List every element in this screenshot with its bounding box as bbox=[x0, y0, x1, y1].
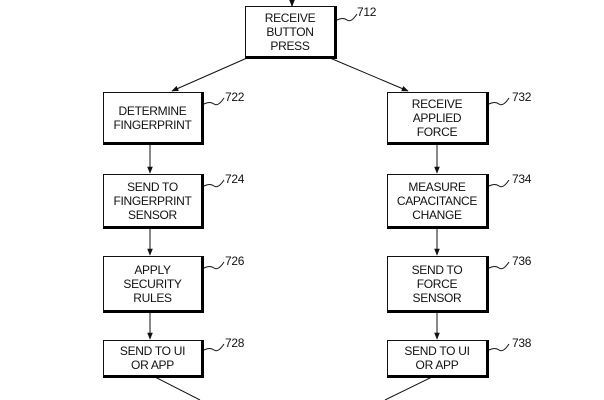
node-receive-applied-force: RECEIVE APPLIED FORCE bbox=[387, 92, 489, 145]
node-send-to-fingerprint-sensor: SEND TO FINGERPRINT SENSOR bbox=[103, 174, 204, 229]
edge-712-722 bbox=[171, 57, 248, 92]
node-send-to-force-sensor: SEND TO FORCE SENSOR bbox=[387, 256, 489, 313]
ref-number-732: 732 bbox=[512, 90, 532, 104]
ref-leader-728 bbox=[203, 343, 225, 352]
node-send-to-ui-or-app-left: SEND TO UI OR APP bbox=[103, 340, 204, 378]
node-label: RECEIVE APPLIED FORCE bbox=[411, 96, 463, 139]
ref-number-726: 726 bbox=[225, 254, 245, 268]
ref-leader-736 bbox=[488, 261, 510, 270]
node-label: RECEIVE BUTTON PRESS bbox=[264, 10, 316, 53]
ref-leader-734 bbox=[488, 179, 510, 188]
node-send-to-ui-or-app-right: SEND TO UI OR APP bbox=[387, 340, 489, 378]
ref-number-722: 722 bbox=[225, 90, 245, 104]
ref-leader-722 bbox=[203, 97, 225, 106]
ref-leader-738 bbox=[488, 343, 510, 352]
ref-number-728: 728 bbox=[225, 336, 245, 350]
node-label: SEND TO UI OR APP bbox=[119, 344, 186, 372]
outgoing-line-left bbox=[154, 376, 201, 400]
node-label: SEND TO FORCE SENSOR bbox=[411, 262, 463, 305]
node-measure-capacitance-change: MEASURE CAPACITANCE CHANGE bbox=[387, 174, 489, 229]
ref-number-734: 734 bbox=[512, 172, 532, 186]
ref-number-738: 738 bbox=[512, 336, 532, 350]
ref-number-724: 724 bbox=[225, 172, 245, 186]
node-label: DETERMINE FINGERPRINT bbox=[113, 103, 192, 132]
node-label: SEND TO FINGERPRINT SENSOR bbox=[113, 179, 192, 222]
node-label: MEASURE CAPACITANCE CHANGE bbox=[396, 179, 478, 222]
node-label: SEND TO UI OR APP bbox=[404, 344, 470, 372]
ref-leader-724 bbox=[203, 179, 225, 188]
node-apply-security-rules: APPLY SECURITY RULES bbox=[103, 256, 204, 313]
edge-712-732 bbox=[329, 57, 409, 92]
node-determine-fingerprint: DETERMINE FINGERPRINT bbox=[103, 92, 204, 145]
outgoing-line-right bbox=[384, 376, 433, 400]
ref-number-736: 736 bbox=[512, 254, 532, 268]
ref-number-712: 712 bbox=[357, 5, 377, 19]
ref-leader-712 bbox=[336, 13, 358, 22]
node-receive-button-press: RECEIVE BUTTON PRESS bbox=[245, 6, 337, 59]
ref-leader-732 bbox=[488, 97, 510, 106]
ref-leader-726 bbox=[203, 261, 225, 270]
node-label: APPLY SECURITY RULES bbox=[123, 262, 182, 305]
